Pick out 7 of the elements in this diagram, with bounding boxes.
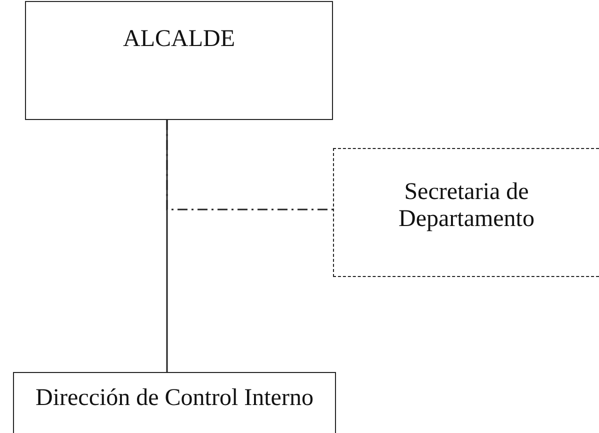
org-box: [13, 372, 336, 433]
dashed-connector: [166, 120, 333, 210]
org-box: [25, 1, 333, 120]
box-label: ALCALDE: [122, 26, 236, 53]
dashed-box: [333, 148, 599, 277]
box-label: Dirección de Control Interno: [34, 385, 314, 412]
box-label: Secretaria de Departamento: [398, 179, 536, 233]
